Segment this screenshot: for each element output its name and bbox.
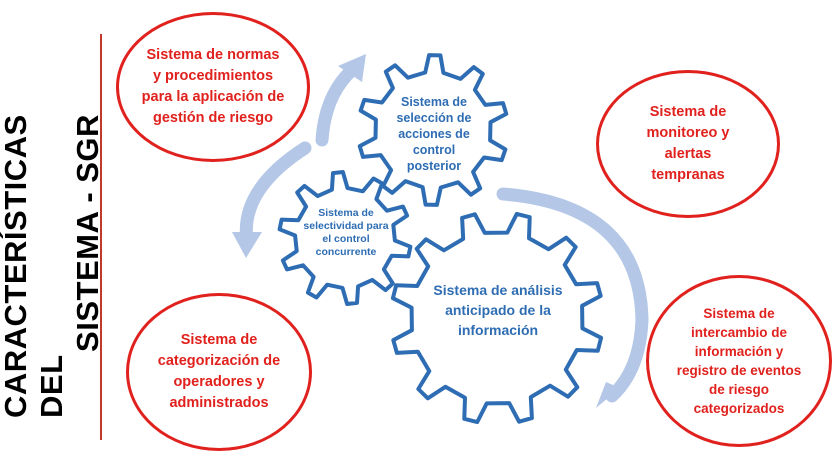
title-divider — [100, 34, 102, 440]
gear-seleccion — [357, 53, 509, 207]
circle-normas-text: Sistema de normas y procedimientos para … — [141, 47, 285, 126]
gear-top-outline — [357, 53, 509, 207]
arrow-right-curve-head — [596, 382, 620, 408]
arrow-right-curve — [496, 187, 649, 403]
arrow-top-left — [239, 141, 312, 247]
gear-seleccion-label: Sistema de selección de acciones de cont… — [396, 95, 472, 173]
circle-categorizacion: Sistema de categorización de operadores … — [126, 293, 312, 451]
gear-bottom-outline — [390, 211, 604, 425]
gear-analisis — [390, 211, 604, 425]
circle-categorizacion-text: Sistema de categorización de operadores … — [157, 332, 281, 411]
gear-left-outline — [277, 170, 413, 306]
arrow-upward-head — [338, 54, 366, 82]
arrow-upward — [315, 63, 359, 147]
circle-intercambio: Sistema de intercambio de información y … — [646, 275, 832, 447]
arrow-top-left-head — [232, 232, 262, 258]
circle-intercambio-text: Sistema de intercambio de información y … — [676, 306, 802, 416]
circle-monitoreo: Sistema de monitoreo y alertas tempranas — [596, 70, 780, 218]
circle-monitoreo-text: Sistema de monitoreo y alertas tempranas — [646, 104, 730, 183]
gear-analisis-label: Sistema de análisis anticipado de la inf… — [433, 282, 563, 338]
circle-normas: Sistema de normas y procedimientos para … — [116, 12, 310, 162]
gear-selectividad — [277, 170, 413, 306]
gear-selectividad-label: Sistema de selectividad para el control … — [303, 207, 389, 258]
